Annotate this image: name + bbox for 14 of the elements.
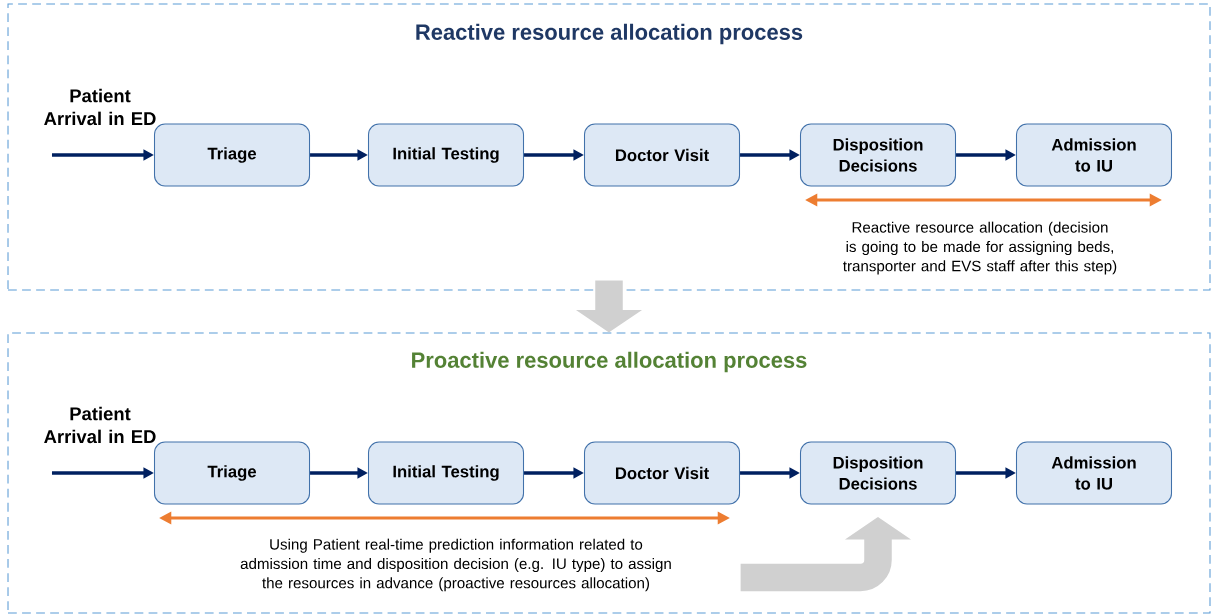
process-box: Doctor Visit: [584, 123, 741, 187]
process-box: Admission to IU: [1015, 441, 1173, 505]
process-box: Triage: [154, 123, 311, 187]
process-box: Admission to IU: [1015, 123, 1173, 187]
process-box: Triage: [154, 441, 311, 505]
process-box: Initial Testing: [367, 123, 525, 187]
process-box: Doctor Visit: [584, 441, 741, 505]
description-text: Reactive resource allocation (decision is going to be made for assigning beds, transporter and EVS staff after this step): [843, 221, 1117, 275]
process-box: Disposition Decisions: [799, 441, 957, 505]
description-text: Using Patient real-time prediction information related to admission time and disposition decision (e.g. IU type) to assign the resources in advance (proactive resources allocation): [240, 538, 671, 592]
start-label: Patient Arrival in ED: [44, 88, 156, 126]
process-box: Initial Testing: [367, 441, 525, 505]
process-box: Disposition Decisions: [799, 123, 957, 187]
start-label: Patient Arrival in ED: [44, 406, 156, 444]
